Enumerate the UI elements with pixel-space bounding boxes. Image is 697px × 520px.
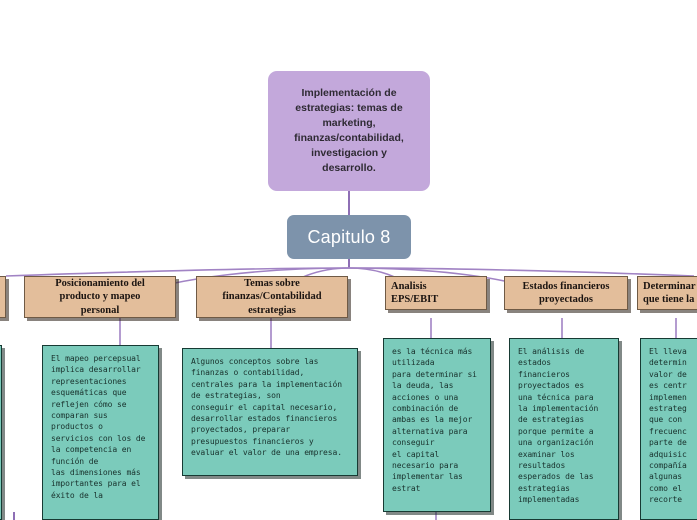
branch-header-eps-ebit[interactable]: Analisis EPS/EBIT <box>385 276 487 310</box>
root-node[interactable]: Implementación de estrategias: temas de … <box>268 71 430 191</box>
chapter-node-label: Capitulo 8 <box>307 226 391 247</box>
branch-body-text: El lleva determin valor de es centr impl… <box>649 347 687 505</box>
branch-header-label: Analisis EPS/EBIT <box>391 280 439 306</box>
branch-body-posicionamiento[interactable]: El mapeo percepsual implica desarrollar … <box>42 345 159 520</box>
branch-body-text: El mapeo percepsual implica desarrollar … <box>51 354 146 500</box>
branch-body-text: es la técnica más utilizada para determi… <box>392 347 477 493</box>
branch-header-finanzas[interactable]: Temas sobre finanzas/Contabilidad estrat… <box>196 276 348 318</box>
branch-header-label: Determinar que tiene la <box>643 280 696 306</box>
chapter-node[interactable]: Capitulo 8 <box>287 215 411 259</box>
root-node-label: Implementación de estrategias: temas de … <box>294 87 404 174</box>
branch-header-clipped-left[interactable] <box>0 276 6 318</box>
branch-header-label: Temas sobre finanzas/Contabilidad estrat… <box>222 277 322 316</box>
branch-body-clipped-left[interactable] <box>0 345 2 520</box>
branch-header-determinar-valor[interactable]: Determinar que tiene la <box>637 276 697 310</box>
branch-body-text: El análisis de estados financieros proye… <box>518 347 599 505</box>
branch-body-finanzas[interactable]: Algunos conceptos sobre las finanzas o c… <box>182 348 358 476</box>
branch-header-estados-financieros[interactable]: Estados financieros proyectados <box>504 276 628 310</box>
branch-header-label: Posicionamiento del producto y mapeo per… <box>55 277 145 316</box>
branch-body-text: Algunos conceptos sobre las finanzas o c… <box>191 357 342 458</box>
branch-body-eps-ebit[interactable]: es la técnica más utilizada para determi… <box>383 338 491 512</box>
branch-header-posicionamiento[interactable]: Posicionamiento del producto y mapeo per… <box>24 276 176 318</box>
branch-header-label: Estados financieros proyectados <box>522 280 610 306</box>
branch-body-determinar-valor[interactable]: El lleva determin valor de es centr impl… <box>640 338 697 520</box>
branch-body-estados-financieros[interactable]: El análisis de estados financieros proye… <box>509 338 619 520</box>
